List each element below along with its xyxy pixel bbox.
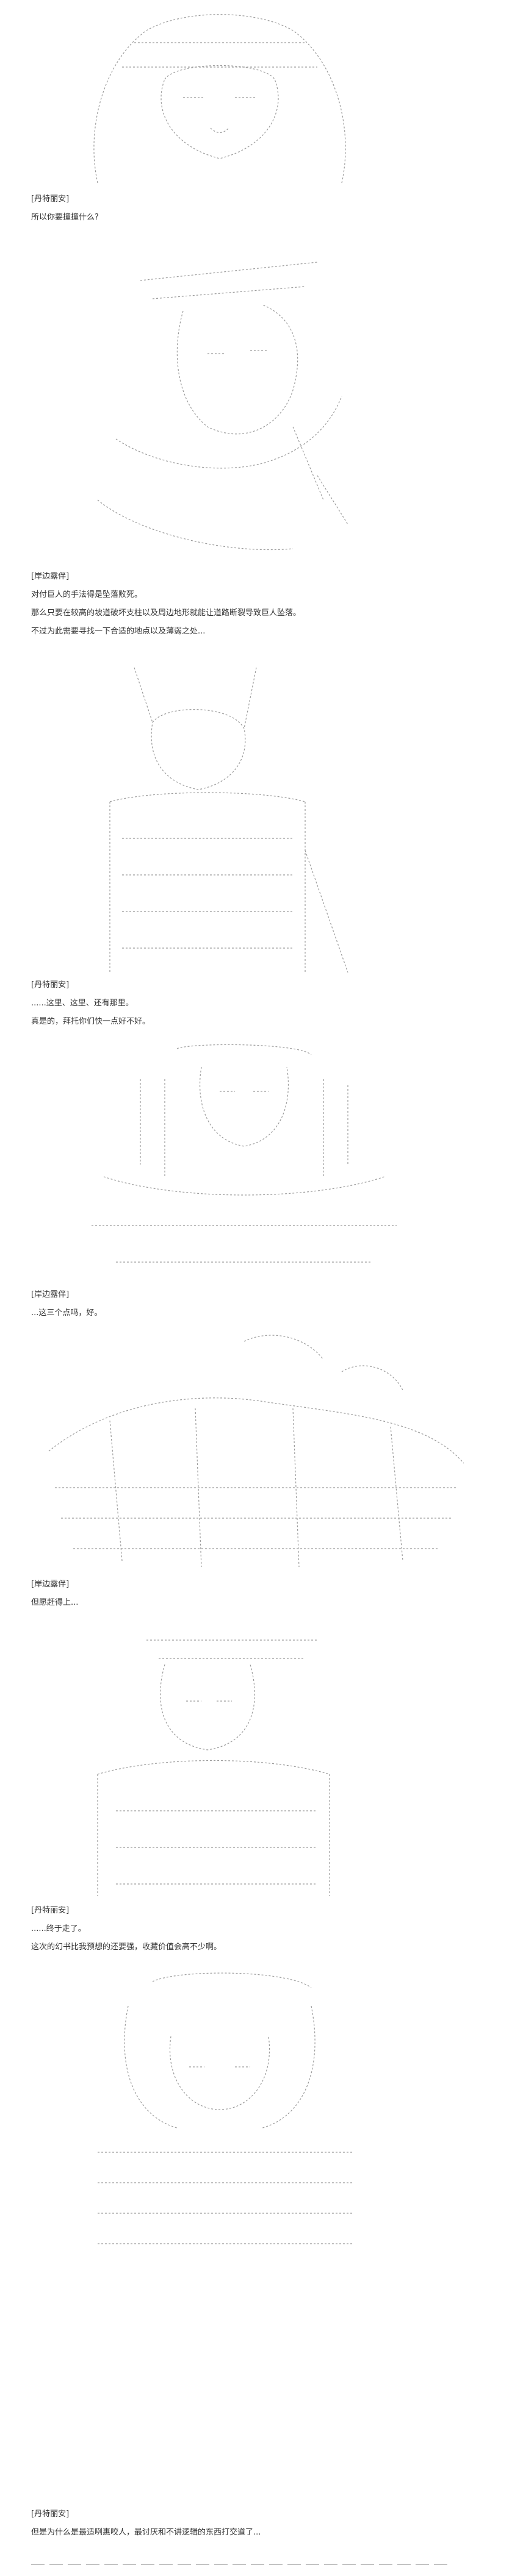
panel-3-line-2: 真是的，拜托你们快一点好不好。 <box>31 1017 151 1026</box>
panel-6-speaker: [丹特丽安] <box>31 1906 70 1915</box>
ascii-art-girl-pointing <box>61 655 403 972</box>
panel-1-speaker: [丹特丽安] <box>31 194 70 204</box>
panel-1-line-1: 所以你要撞撞什么? <box>31 213 99 222</box>
panel-5-speaker: [岸边露伴] <box>31 1580 70 1589</box>
panel-7-line-1: 但是为什么是最适咧惠咬人，最讨厌和不讲逻辑的东西打交道了... <box>31 2528 261 2537</box>
ascii-art-girl-portrait <box>61 6 378 186</box>
panel-2-line-1: 对付巨人的手法得是坠落败死。 <box>31 590 143 599</box>
ascii-art-man-gesturing <box>61 244 391 567</box>
ascii-art-man-gesturing-sketch <box>97 262 348 551</box>
panel-2-speaker: [岸边露伴] <box>31 572 70 581</box>
panel-2-line-3: 不过为此需要寻找一下合适的地点以及薄弱之处... <box>31 627 206 636</box>
panel-6-line-1: ......终于走了。 <box>31 1924 86 1933</box>
ascii-art-girl-pointing-sketch <box>109 667 348 972</box>
ascii-art-girl-closeup-sketch <box>98 1972 354 2244</box>
panel-6-line-2: 这次的幻书比我预想的还要强，收藏价值会高不少啊。 <box>31 1943 222 1952</box>
ascii-art-man-hands-raised <box>67 1043 421 1274</box>
panel-3-speaker: [丹特丽安] <box>31 980 70 990</box>
panel-7-speaker: [丹特丽安] <box>31 2510 70 2519</box>
panel-5-line-1: 但愿赶得上... <box>31 1598 79 1607</box>
ascii-art-girl-closeup <box>55 1969 397 2262</box>
footer-dashed-divider <box>31 2558 458 2564</box>
panel-4-speaker: [岸边露伴] <box>31 1290 70 1299</box>
ascii-art-girl-standing <box>61 1628 403 1896</box>
ascii-art-man-hands-raised-sketch <box>92 1044 397 1263</box>
ascii-art-crowd-scene <box>37 1329 476 1573</box>
panel-2-line-2: 那么只要在较高的坡道破坏支柱以及周边地形就能让道路断裂导致巨人坠落。 <box>31 608 301 618</box>
panel-3-line-1: ......这里、这里、还有那里。 <box>31 999 134 1008</box>
ascii-art-crowd-scene-sketch <box>48 1335 464 1568</box>
panel-4-line-1: ...这三个点吗，好。 <box>31 1308 103 1318</box>
ascii-art-girl-portrait-sketch <box>93 14 346 184</box>
ascii-art-girl-standing-sketch <box>97 1639 330 1896</box>
